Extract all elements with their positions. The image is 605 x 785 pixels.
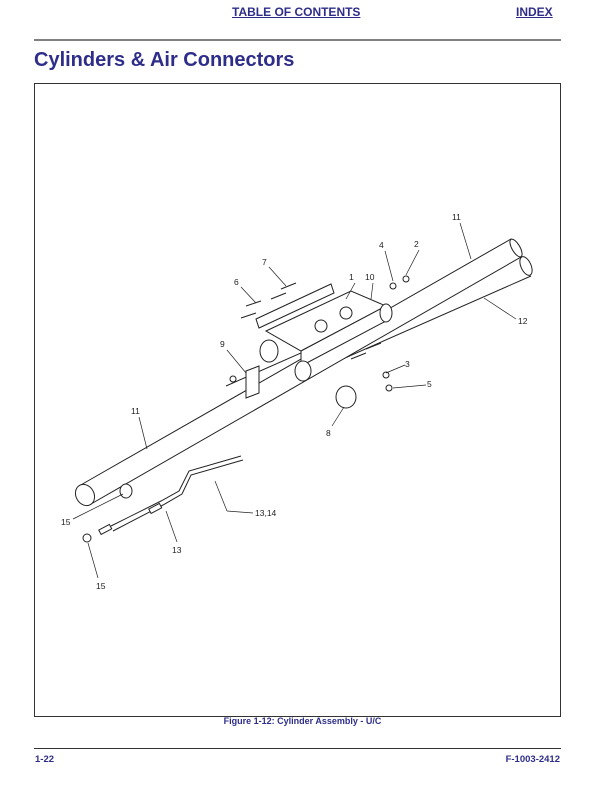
cylinder-assembly-diagram: 11 4 2 7 6 1 10 12 9 3 5 8 11 15 13,14 1…: [61, 212, 533, 591]
callout-15-upper: 15: [61, 517, 71, 527]
footer-divider: [34, 748, 561, 749]
document-number: F-1003-2412: [505, 754, 560, 765]
callout-12: 12: [518, 316, 528, 326]
mount-frame: [255, 283, 393, 382]
figure-frame: 11 4 2 7 6 1 10 12 9 3 5 8 11 15 13,14 1…: [34, 83, 561, 717]
callout-9: 9: [220, 339, 225, 349]
callout-4: 4: [379, 240, 384, 250]
page-title: Cylinders & Air Connectors: [34, 49, 295, 71]
clamp-8: [335, 385, 357, 409]
figure-caption: Figure 1-12: Cylinder Assembly - U/C: [223, 716, 382, 726]
index-link[interactable]: INDEX: [516, 5, 553, 19]
callout-15-lower: 15: [96, 581, 106, 591]
callout-13-14: 13,14: [255, 508, 277, 518]
callout-6: 6: [234, 277, 239, 287]
callout-1: 1: [349, 272, 354, 282]
callout-3: 3: [405, 359, 410, 369]
callout-11-upper: 11: [452, 212, 461, 222]
page-number: 1-22: [35, 754, 55, 765]
callout-10: 10: [365, 272, 375, 282]
leader-lines: [72, 222, 517, 579]
callout-13: 13: [172, 545, 182, 555]
callout-11-lower: 11: [131, 406, 140, 416]
callout-8: 8: [326, 428, 331, 438]
callout-2: 2: [414, 239, 419, 249]
clamp-9: [245, 365, 260, 399]
header-divider: [34, 39, 561, 41]
air-lines: [82, 455, 244, 543]
table-of-contents-link[interactable]: TABLE OF CONTENTS: [232, 5, 361, 19]
callout-7: 7: [262, 257, 267, 267]
callout-5: 5: [427, 379, 432, 389]
